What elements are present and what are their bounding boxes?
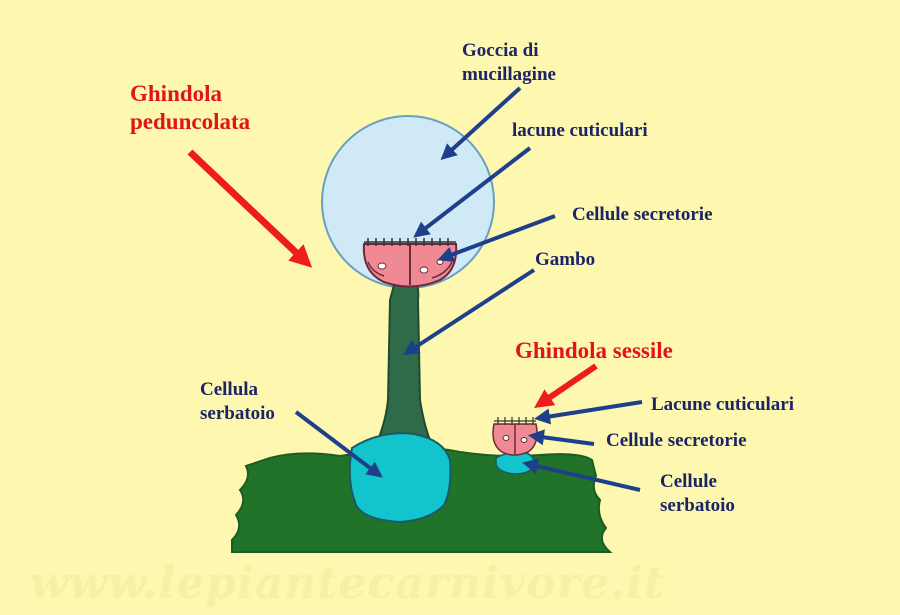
arrow-gambo <box>402 268 536 356</box>
label-ghindola-peduncolata: Ghindola peduncolata <box>130 80 250 136</box>
label-gambo: Gambo <box>535 249 596 270</box>
label-lacune-cuticulari-sessile: Lacune cuticulari <box>651 394 795 415</box>
sessile-cuticle <box>494 417 536 425</box>
arrow-serbatoio-sessile <box>522 458 641 492</box>
watermark: www.lepiantecarnivore.it <box>30 558 666 609</box>
label-cellula-serbatoio: Cellula serbatoio <box>200 378 275 426</box>
arrow-lacune-sessile <box>534 400 643 425</box>
reservoir-cell <box>348 432 452 524</box>
label-line: Cellula <box>200 379 259 400</box>
label-cellule-secretorie-sessile: Cellule secretorie <box>606 430 747 451</box>
label-ghindola-sessile: Ghindola sessile <box>515 338 673 363</box>
cell-nucleus <box>502 435 510 441</box>
cell-nucleus <box>377 262 387 270</box>
label-cellule-serbatoio-sessile: Cellule serbatoio <box>660 470 735 518</box>
arrow-secretorie-sessile <box>528 429 595 446</box>
arrow-lacune <box>413 146 532 238</box>
cell-nucleus <box>520 437 528 443</box>
arrow-serbatoio <box>294 410 383 478</box>
label-cellule-secretorie: Cellule secretorie <box>572 204 713 225</box>
cuticle <box>364 238 456 246</box>
arrow-secretorie <box>437 214 556 262</box>
label-lacune-cuticulari: lacune cuticulari <box>512 120 648 141</box>
arrow-goccia <box>440 86 522 161</box>
cell-nucleus <box>436 259 444 265</box>
red-arrow-sessile <box>534 363 598 409</box>
stalk <box>376 274 432 441</box>
secretory-cell-wall <box>367 261 385 277</box>
label-line: Goccia di <box>462 40 539 61</box>
cell-nucleus <box>419 266 429 274</box>
label-line: Ghindola <box>130 81 223 106</box>
label-line: mucillagine <box>462 64 556 85</box>
label-line: serbatoio <box>660 495 735 516</box>
label-goccia-di-mucillagine: Goccia di mucillagine <box>462 39 556 87</box>
label-line: Cellule <box>660 471 717 492</box>
secretory-cell-wall <box>431 261 453 279</box>
label-line: serbatoio <box>200 403 275 424</box>
red-arrow-peduncolata <box>187 149 313 268</box>
label-line: peduncolata <box>130 109 251 134</box>
